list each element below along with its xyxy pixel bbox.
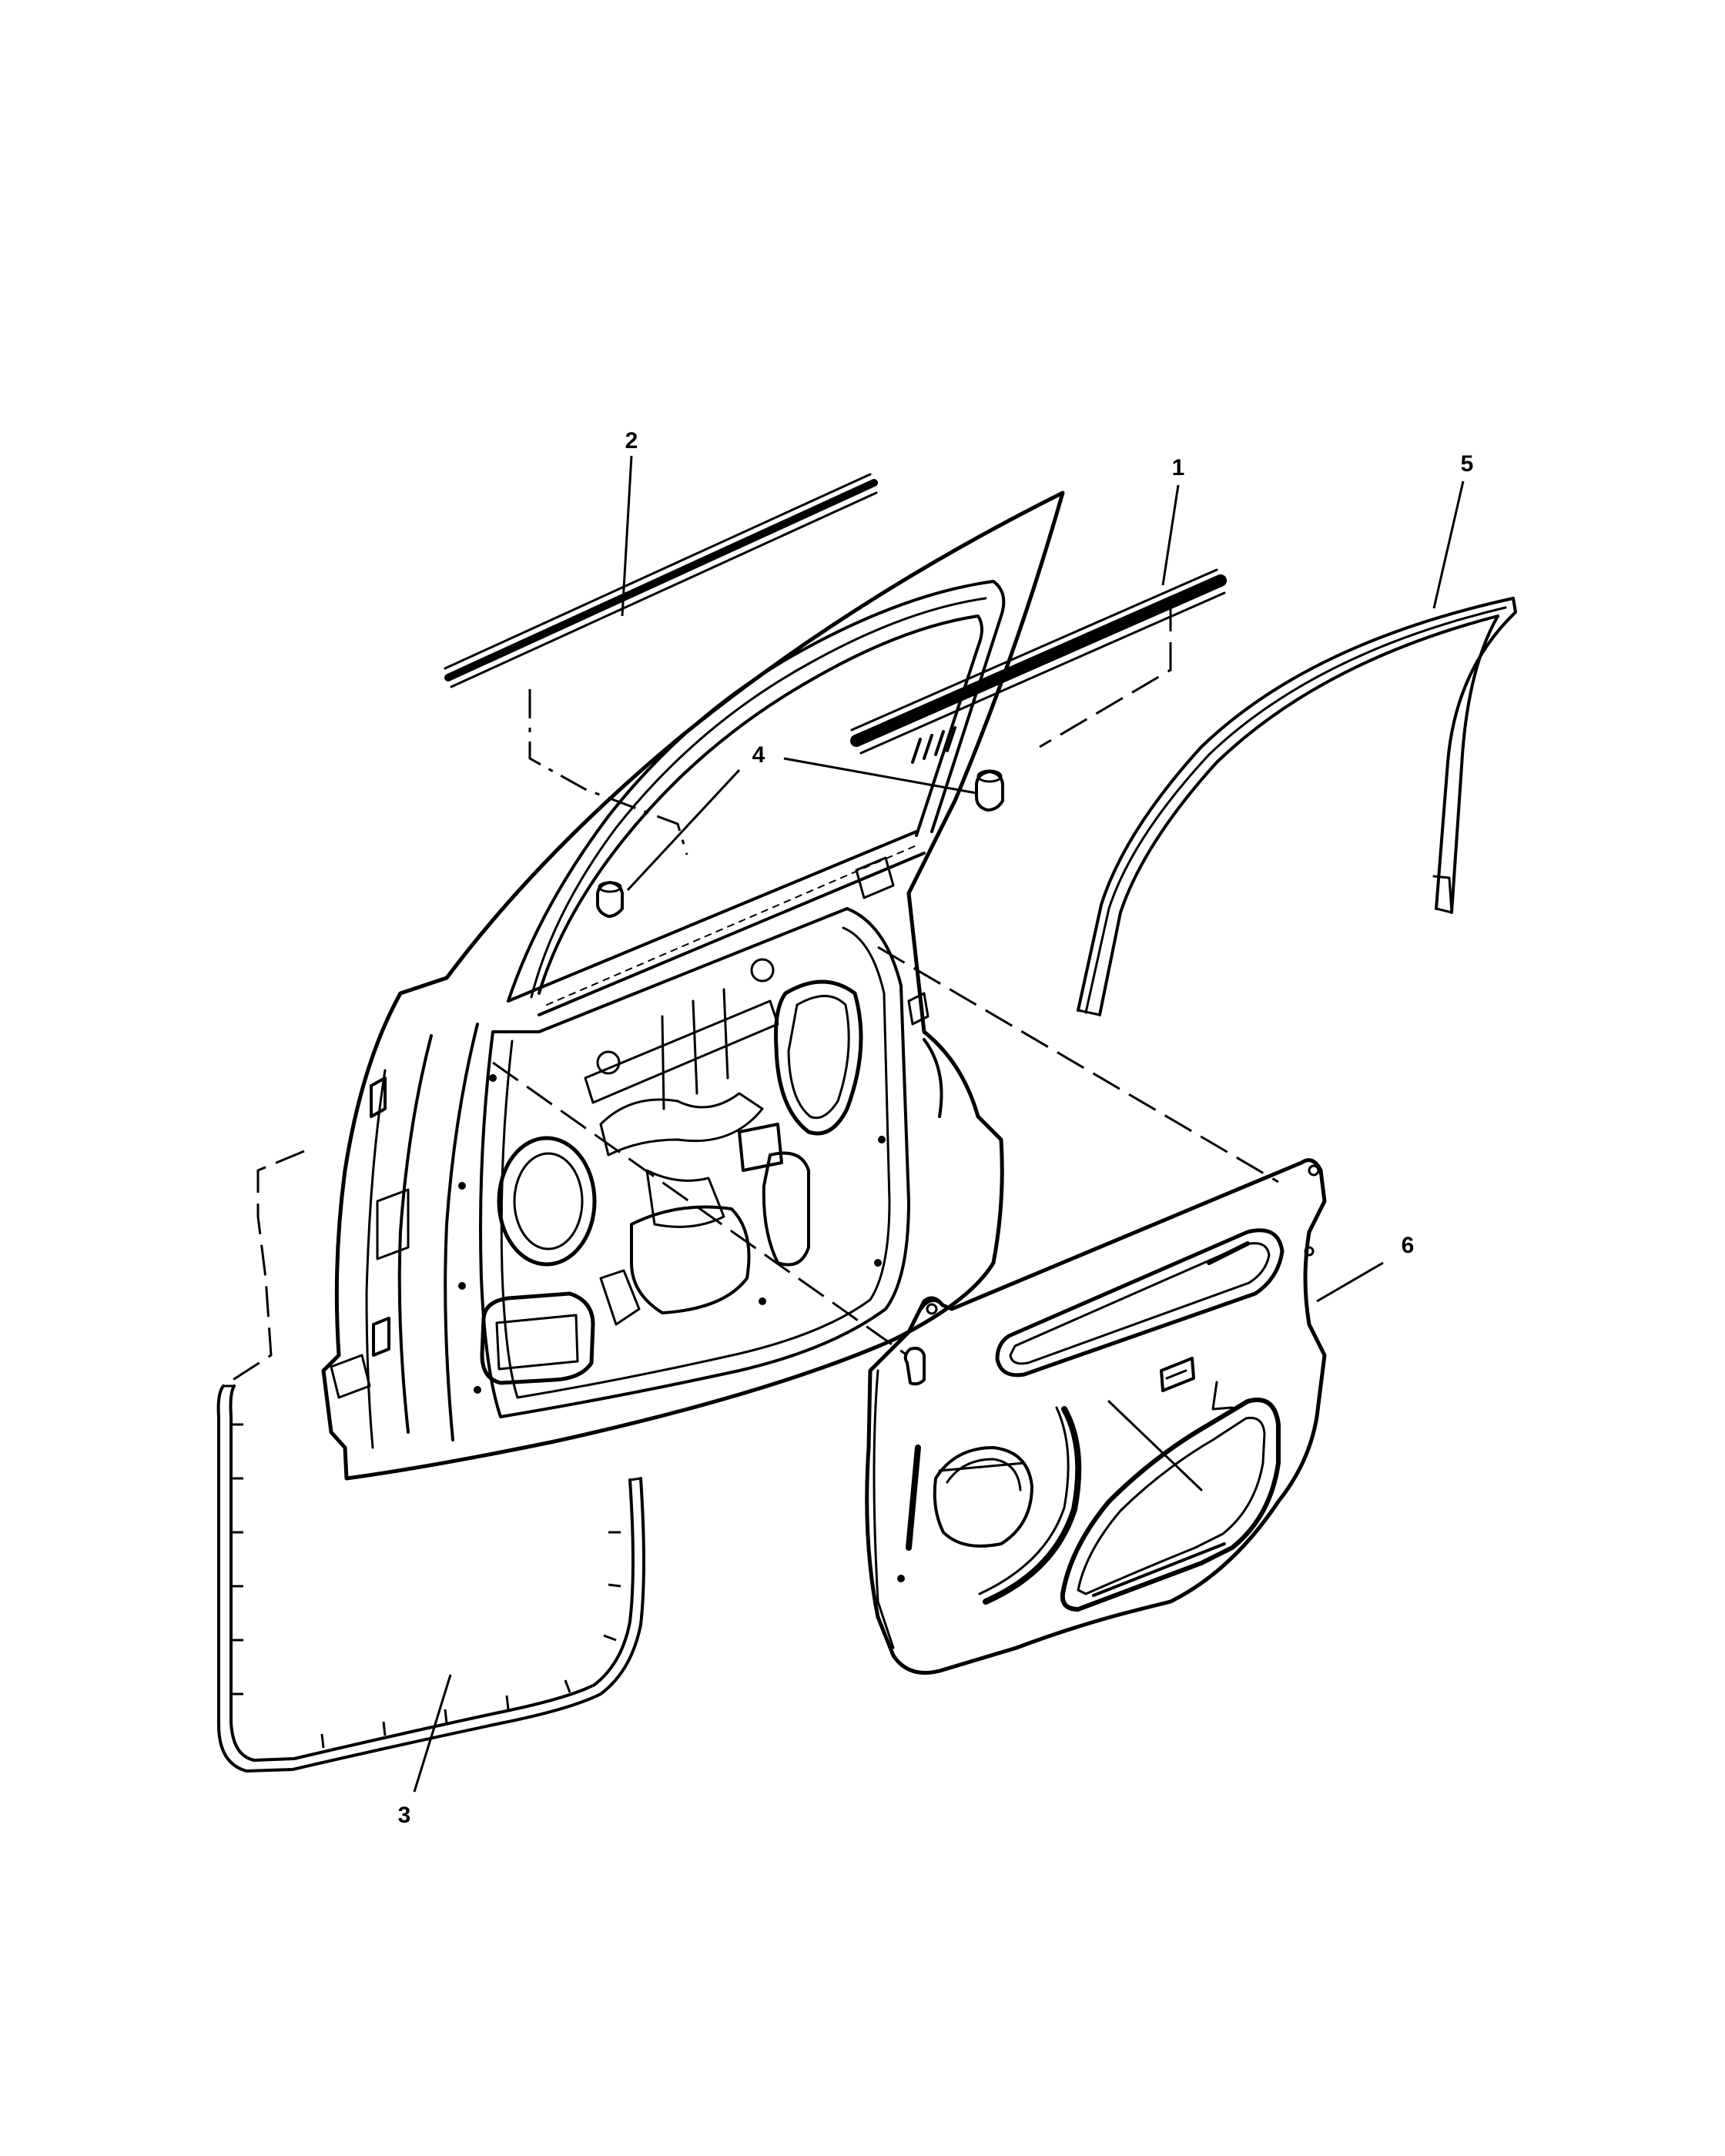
assembly-lines <box>223 601 1279 1388</box>
part-1-belt-weatherstrip <box>850 568 1227 755</box>
callout-6: 6 <box>1402 1233 1415 1258</box>
callout-3: 3 <box>398 1803 411 1828</box>
door-shell <box>321 490 1065 1481</box>
part-5-glass-run-channel <box>1077 597 1517 1016</box>
callout-4: 4 <box>752 742 765 768</box>
part-2-belt-weatherstrip <box>444 473 878 688</box>
part-3-door-weatherstrip <box>216 1384 645 1773</box>
callout-1: 1 <box>1172 455 1185 480</box>
callout-leaders <box>413 455 1465 1793</box>
part-4-clip-a <box>975 769 1004 812</box>
callout-2: 2 <box>625 428 638 454</box>
callout-5: 5 <box>1461 451 1474 477</box>
part-6-door-trim-panel <box>865 1158 1327 1675</box>
part-4-clip-b <box>596 881 624 918</box>
callout-labels: 2 1 5 4 6 3 <box>398 428 1474 1828</box>
